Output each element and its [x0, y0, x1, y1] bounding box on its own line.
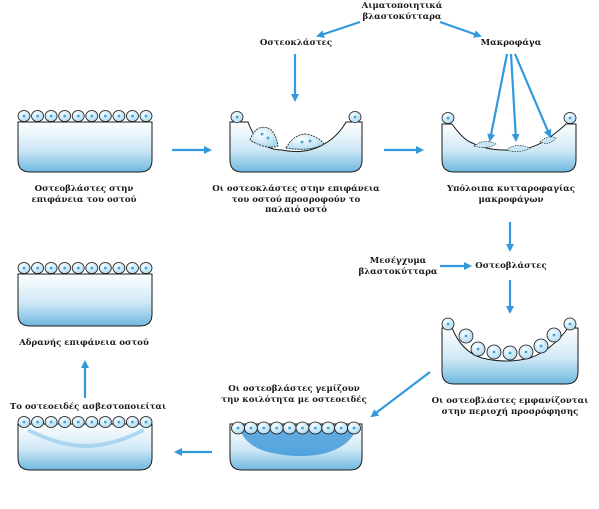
- cell-nucleus: [76, 266, 80, 270]
- cell-nucleus: [117, 420, 121, 424]
- cell-nucleus: [130, 266, 134, 270]
- cell-nucleus: [63, 420, 67, 424]
- label-mesenchyme: Μεσέγχυμα βλαστοκύτταρα: [358, 256, 438, 277]
- label-step2: Οι οστεοκλάστες στην επιφάνεια του οστού…: [212, 184, 380, 216]
- label-macrophages: Μακροφάγα: [480, 38, 542, 48]
- arrow-step4-to-step5: [370, 371, 431, 418]
- macrophage-debris: [505, 145, 531, 152]
- label-step6: Το οστεοειδές ασβεστοποιείται: [9, 402, 167, 412]
- cell-nucleus: [275, 426, 279, 430]
- cell-nucleus: [90, 420, 94, 424]
- cell-nucleus: [49, 266, 53, 270]
- cell-nucleus: [352, 426, 356, 430]
- cell-nucleus: [22, 420, 26, 424]
- flow-arrows: [81, 20, 552, 456]
- cell-nucleus: [22, 114, 26, 118]
- cell-nucleus: [117, 266, 121, 270]
- cell-nucleus: [76, 420, 80, 424]
- panel-osteoclast-resorption: [229, 111, 363, 173]
- panel-osteoblasts-appear: [441, 317, 579, 385]
- osteoid-layer: [240, 430, 356, 456]
- label-osteoclasts: Οστεοκλάστες: [259, 38, 333, 48]
- label-step3: Υπόλοιπα κυτταροφαγίας μακροφάγων: [446, 184, 576, 205]
- label-step1: Οστεοβλάστες στην επιφάνεια του οστού: [31, 184, 137, 205]
- label-step7: Αδρανής επιφάνεια οστού: [19, 338, 149, 348]
- panel-macrophage-cleanup: [441, 112, 577, 173]
- cell-nucleus: [90, 266, 94, 270]
- cell-nucleus: [144, 114, 148, 118]
- label-step5: Οι οστεοβλάστες γεμίζουν την κοιλότητα μ…: [221, 384, 367, 405]
- label-step4: Οι οστεοβλάστες εμφανίζονται στην περιοχ…: [431, 396, 589, 417]
- cell-nucleus: [236, 426, 240, 430]
- arrow-macrophages-3: [513, 53, 552, 138]
- bone-block: [17, 121, 153, 173]
- lining-cell-row: [17, 262, 153, 274]
- cell-nucleus: [49, 114, 53, 118]
- cell-nucleus: [90, 114, 94, 118]
- bone-block: [17, 273, 153, 327]
- cell-nucleus: [49, 420, 53, 424]
- cell-nucleus: [36, 114, 40, 118]
- cell-nucleus: [300, 426, 304, 430]
- arrow-macrophages-2: [509, 53, 520, 142]
- cell-nucleus: [339, 426, 343, 430]
- cell-nucleus: [130, 114, 134, 118]
- cell-nucleus: [262, 426, 266, 430]
- cell-nucleus: [76, 114, 80, 118]
- cell-nucleus: [103, 420, 107, 424]
- cell-nucleus: [63, 114, 67, 118]
- arrow-macrophages-1: [487, 53, 509, 142]
- panel-resting-surface: [17, 262, 153, 327]
- cell-nucleus: [36, 266, 40, 270]
- osteoblast-row: [17, 110, 153, 122]
- macrophage-debris: [539, 136, 557, 144]
- label-osteoblasts: Οστεοβλάστες: [475, 261, 547, 271]
- panel-mineralisation: [17, 416, 153, 471]
- bone-block-resorbing: [229, 121, 363, 173]
- panel-bone-surface: [17, 110, 153, 173]
- osteoblast-row: [17, 416, 153, 428]
- cell-nucleus: [63, 266, 67, 270]
- mineralised-osteoid: [27, 428, 145, 449]
- arrow-stem-to-osteoclasts: [316, 20, 361, 38]
- cell-nucleus: [288, 426, 292, 430]
- cell-nucleus: [249, 426, 253, 430]
- label-stem-cells: Αιματοποιητικά βλαστοκύτταρα: [361, 1, 443, 22]
- osteoclast-cell: [285, 133, 325, 150]
- panel-osteoid-fill: [229, 421, 363, 471]
- arrow-stem-to-macrophages: [439, 20, 482, 38]
- cell-nucleus: [117, 114, 121, 118]
- osteoblast-row: [231, 421, 361, 435]
- cell-nucleus: [36, 420, 40, 424]
- cell-nucleus: [130, 420, 134, 424]
- cell-nucleus: [313, 426, 317, 430]
- cell-nucleus: [144, 266, 148, 270]
- cell-nucleus: [103, 266, 107, 270]
- osteoclast-cell: [249, 126, 279, 148]
- cell-nucleus: [22, 266, 26, 270]
- macrophage-debris: [473, 141, 497, 148]
- cell-nucleus: [144, 420, 148, 424]
- osteoblast-arc: [441, 317, 577, 361]
- cell-nucleus: [326, 426, 330, 430]
- cell-nucleus: [103, 114, 107, 118]
